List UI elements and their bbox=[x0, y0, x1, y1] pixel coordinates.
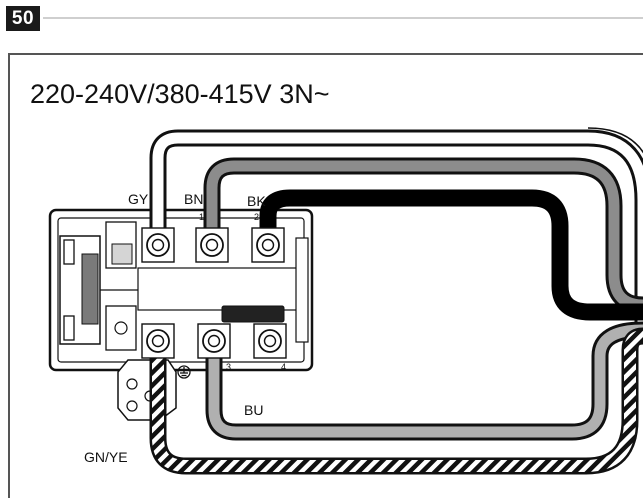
terminal-screw-bottom-2 bbox=[197, 323, 231, 359]
terminal-screw-top-2 bbox=[195, 227, 229, 263]
label-bn: BN bbox=[184, 191, 204, 207]
terminal-screw-top-3 bbox=[251, 227, 285, 263]
terminal-screw-bottom-1 bbox=[141, 323, 175, 359]
earth-symbol-icon bbox=[177, 365, 191, 379]
terminal-mark-2: 2 bbox=[254, 212, 260, 222]
label-bu: BU bbox=[244, 402, 264, 418]
figure-number-badge: 50 bbox=[6, 6, 40, 31]
label-gy: GY bbox=[128, 191, 149, 207]
bridge-bar bbox=[221, 305, 285, 323]
terminal-screw-top-1 bbox=[141, 227, 175, 263]
label-gnye: GN/YE bbox=[84, 449, 128, 465]
voltage-rating: 220-240V/380-415V 3N~ bbox=[30, 79, 330, 109]
figure-frame bbox=[8, 53, 643, 498]
terminal-screw-bottom-3 bbox=[253, 323, 287, 359]
header-rule bbox=[43, 17, 643, 19]
terminal-block bbox=[48, 208, 314, 421]
terminal-mark-4: 4 bbox=[281, 362, 287, 372]
terminal-mark-1: 1 bbox=[199, 212, 205, 222]
label-bk: BK bbox=[247, 193, 266, 209]
wire-bk bbox=[259, 189, 643, 321]
terminal-mark-3: 3 bbox=[226, 362, 232, 372]
